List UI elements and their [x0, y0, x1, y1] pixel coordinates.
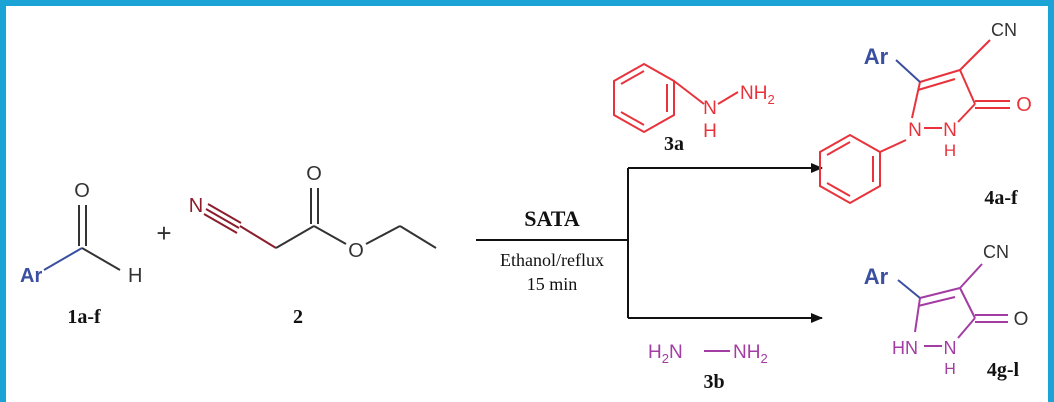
- carbonyl-oxygen: O: [306, 163, 322, 185]
- ester-oxygen: O: [348, 240, 364, 262]
- nitrile-triple-1: [205, 208, 240, 229]
- h2n-group: H2N: [648, 342, 683, 366]
- hydrazine-n: N: [703, 98, 717, 119]
- c5-n1-bond: [911, 81, 921, 119]
- phenyl-double-3: [826, 141, 851, 156]
- phenyl-double-2: [826, 182, 851, 197]
- label-3b: 3b: [703, 371, 724, 393]
- c4-c3-bond: [959, 69, 976, 105]
- n1-phenyl-bond: [879, 139, 907, 153]
- c-h-bond: [81, 247, 121, 271]
- c3-n2-bond: [957, 103, 976, 123]
- product-b-ar: Ar: [864, 264, 889, 289]
- product-4g-l: HN N H O CN Ar 4g-l: [864, 242, 1029, 381]
- c4-c5-double-b: [917, 296, 956, 307]
- ethyl-cyanoacetate-2: N O O 2: [189, 163, 437, 328]
- phenyl-ring-3a: [613, 62, 675, 134]
- label-1a-f: 1a-f: [67, 306, 101, 328]
- c4-c5-bond-b: [919, 287, 961, 299]
- c4-c3-bond-b: [959, 287, 976, 319]
- product-b-hn: HN: [892, 338, 918, 358]
- ar-c-bond: [43, 247, 83, 271]
- aldehyde-oxygen: O: [74, 180, 90, 202]
- ring-double-1: [620, 70, 645, 85]
- aldehyde-ar: Ar: [20, 265, 42, 287]
- c5-ar-bond-b: [897, 279, 921, 299]
- product-b-h: H: [944, 361, 956, 378]
- c4-cn-bond: [959, 39, 991, 71]
- o-ch2-bond: [365, 225, 401, 245]
- reaction-conditions: SATA Ethanol/reflux 15 min: [476, 206, 628, 294]
- c-n-bond: [673, 80, 705, 105]
- nitrile-triple-3: [203, 213, 238, 234]
- product-a-phenyl: [819, 133, 881, 205]
- nitrile-nitrogen: N: [189, 195, 203, 217]
- product-a-cn: CN: [991, 20, 1017, 40]
- hydrazine-h: H: [703, 121, 717, 142]
- ring-double-3: [620, 111, 645, 126]
- branching-arrows: [627, 163, 823, 323]
- label-3a: 3a: [664, 133, 684, 155]
- solvent: Ethanol/reflux: [500, 250, 604, 270]
- c4-c5-bond: [919, 69, 961, 83]
- product-4a-f: N N H O CN Ar 4a-f: [819, 20, 1032, 209]
- product-b-o: O: [1014, 309, 1029, 330]
- product-a-o: O: [1016, 94, 1032, 116]
- n-n-bond: [717, 91, 739, 105]
- product-b-cn: CN: [983, 242, 1009, 262]
- c-o-ester-bond: [313, 225, 347, 245]
- label-4a-f: 4a-f: [984, 187, 1018, 209]
- product-a-n2: N: [943, 120, 957, 141]
- ch2-bond: [239, 225, 277, 249]
- label-4g-l: 4g-l: [987, 359, 1020, 381]
- ch2-carbonyl-bond: [275, 225, 315, 249]
- plus-sign: +: [156, 218, 171, 248]
- reaction-time: 15 min: [527, 274, 578, 294]
- product-a-h: H: [944, 141, 956, 160]
- product-a-n1: N: [908, 120, 922, 141]
- nh2-group: NH2: [740, 83, 775, 107]
- product-a-ar: Ar: [864, 44, 889, 69]
- ch2-ch3-bond: [399, 225, 437, 249]
- nitrile-triple-2: [207, 203, 242, 224]
- c3-n-bond-b: [957, 317, 976, 339]
- phenylhydrazine-3a: N H NH2 3a: [613, 62, 775, 155]
- label-2: 2: [293, 306, 303, 328]
- aldehyde-1a-f: O Ar H 1a-f: [20, 180, 142, 328]
- c4-cn-bond-b: [959, 263, 983, 289]
- catalyst-sata: SATA: [524, 206, 580, 231]
- product-b-n: N: [944, 338, 957, 358]
- aldehyde-hydrogen: H: [128, 265, 142, 287]
- c5-hn-bond-b: [914, 297, 921, 333]
- c4-c5-double: [917, 78, 956, 91]
- hydrazine-3b: H2N NH2 3b: [648, 342, 768, 393]
- c5-ar-bond: [895, 59, 921, 83]
- nh2-group-3b: NH2: [733, 342, 768, 366]
